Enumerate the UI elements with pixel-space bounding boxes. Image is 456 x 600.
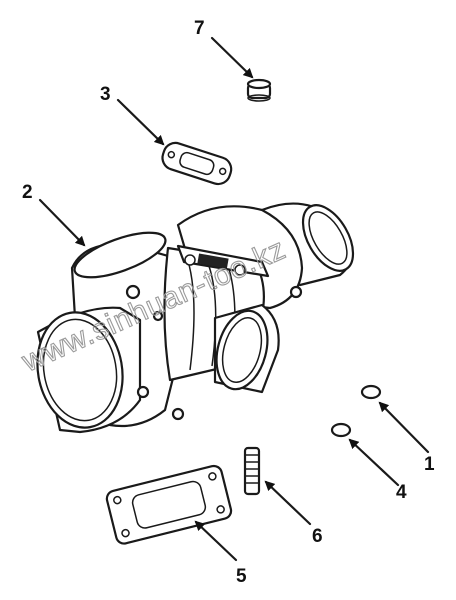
callout-5: 5 <box>236 566 247 587</box>
plug-part <box>246 78 272 102</box>
callout-3: 3 <box>100 84 111 105</box>
stud-part <box>243 446 261 496</box>
callout-1: 1 <box>424 454 435 475</box>
flange-gasket-part <box>105 464 233 545</box>
small-gasket-part <box>161 141 233 186</box>
o-ring-part-1 <box>360 384 382 400</box>
callout-2: 2 <box>22 182 33 203</box>
turbocharger-assembly <box>36 202 355 434</box>
callout-6: 6 <box>312 526 323 547</box>
callout-4: 4 <box>396 482 407 503</box>
o-ring-part-4 <box>330 422 352 438</box>
callout-7: 7 <box>194 18 205 39</box>
leader-arrows <box>38 36 430 562</box>
